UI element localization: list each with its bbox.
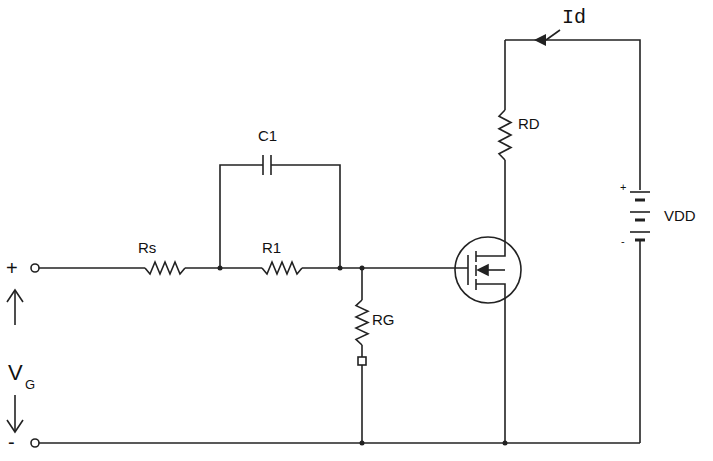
resistor-symbol: [145, 262, 185, 274]
component-label: RD: [518, 116, 540, 131]
component-label: Rs: [138, 240, 156, 255]
polarity-mark: -: [621, 236, 625, 247]
supply-label: VDD: [664, 208, 696, 223]
terminal-sign: +: [6, 258, 18, 278]
input-terminal: [31, 264, 39, 272]
component-label: C1: [258, 128, 277, 143]
component-label: R1: [262, 240, 281, 255]
resistor-symbol: [356, 300, 368, 345]
mosfet-symbol: [455, 237, 521, 303]
input-terminal: [31, 439, 39, 447]
voltage-subscript: G: [25, 378, 35, 391]
voltage-label: V: [8, 362, 23, 384]
wires: [7, 30, 650, 447]
component-label: RG: [372, 312, 395, 327]
resistor-symbol: [262, 262, 302, 274]
current-label: Id: [562, 8, 586, 28]
polarity-mark: +: [620, 182, 626, 193]
resistor-symbol: [499, 110, 511, 160]
terminal-sign: -: [8, 432, 15, 452]
